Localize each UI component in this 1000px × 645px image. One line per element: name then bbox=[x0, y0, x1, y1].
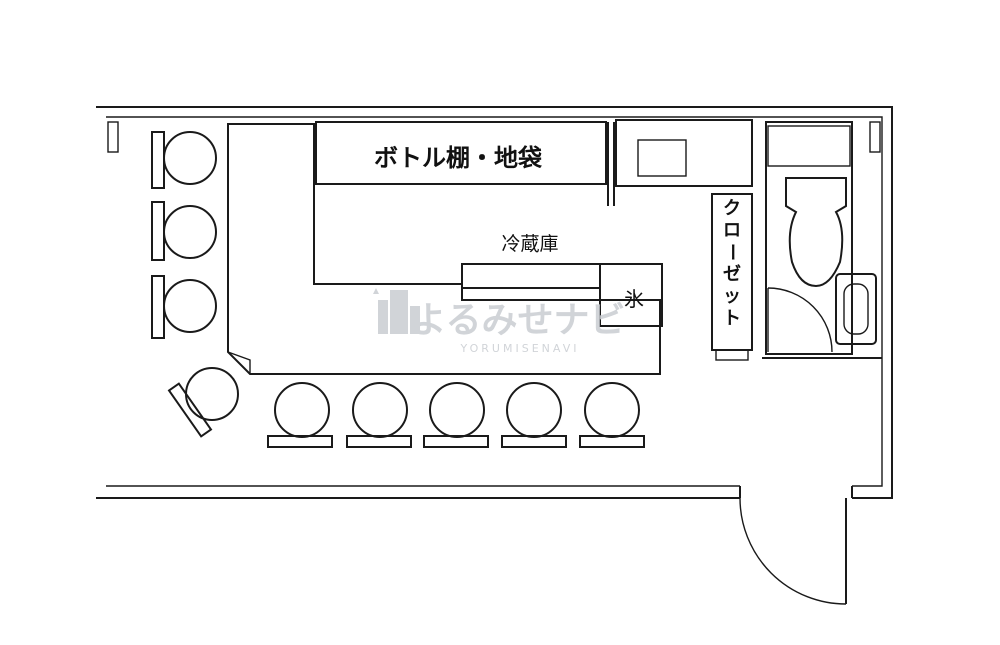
sink-unit bbox=[615, 119, 753, 187]
closet-label-char: ッ bbox=[723, 286, 741, 307]
stool-left-3 bbox=[151, 275, 217, 339]
refrigerator: 冷蔵庫 bbox=[461, 233, 601, 289]
closet-label-char: ロ bbox=[723, 220, 741, 241]
window-left bbox=[107, 121, 119, 153]
washbasin bbox=[835, 273, 877, 345]
toilet-door-swing bbox=[767, 287, 833, 353]
toilet-bowl bbox=[785, 177, 847, 288]
stool-left-2 bbox=[151, 201, 217, 261]
ice-label: 氷 bbox=[624, 287, 644, 311]
entrance-door bbox=[739, 486, 853, 605]
closet-label-char: ゼ bbox=[723, 263, 741, 285]
stool-front-1 bbox=[267, 382, 333, 448]
stool-front-3 bbox=[423, 382, 489, 448]
watermark-sub: YORUMISENAVI bbox=[460, 342, 580, 355]
bottle-shelf: ボトル棚・地袋 bbox=[315, 121, 607, 185]
bar-counter bbox=[227, 123, 661, 375]
watermark-brand: よるみせナビ bbox=[411, 300, 626, 341]
closet-label-char: ー bbox=[721, 243, 742, 261]
stool-front-5 bbox=[579, 382, 645, 448]
stool-corner bbox=[167, 367, 239, 438]
closet-label-char: ク bbox=[723, 198, 741, 219]
window-right bbox=[869, 121, 881, 153]
stool-front-2 bbox=[346, 382, 412, 448]
building-icon bbox=[373, 288, 420, 334]
refrigerator-label: 冷蔵庫 bbox=[501, 233, 558, 255]
stool-left-1 bbox=[151, 131, 217, 189]
watermark-logo: よるみせナビ YORUMISENAVI bbox=[373, 288, 625, 355]
closet-label-char: ト bbox=[723, 308, 741, 329]
toilet-room bbox=[765, 121, 877, 355]
ice-machine: 氷 bbox=[599, 263, 663, 327]
stool-front-4 bbox=[501, 382, 567, 448]
bottle-shelf-label: ボトル棚・地袋 bbox=[374, 144, 543, 172]
outer-walls bbox=[96, 106, 893, 499]
